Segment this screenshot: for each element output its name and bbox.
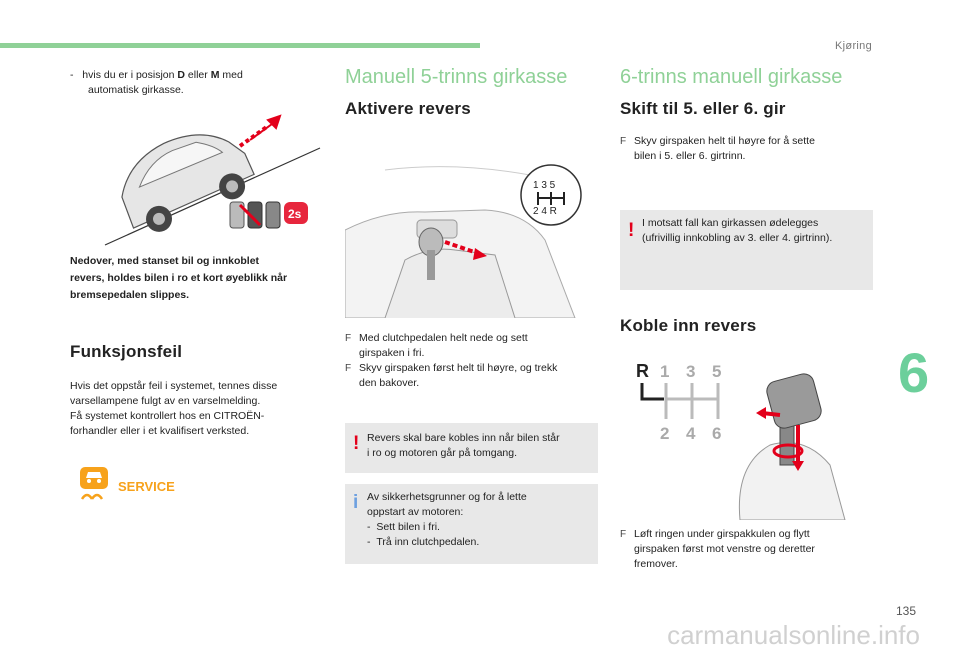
intro-line2: automatisk girkasse. xyxy=(88,84,184,96)
info-item: Trå inn clutchpedalen. xyxy=(376,536,480,548)
gate-1-label: 1 xyxy=(660,362,669,381)
info-item: Sett bilen i fri. xyxy=(376,521,440,533)
hill-start-illustration: 2s xyxy=(104,114,321,246)
para-line: varsellampene fulgt av en varselmelding. xyxy=(70,395,261,407)
bullet-text: Skyv girspaken helt til høyre for å sett… xyxy=(634,135,815,147)
gate-6-label: 6 xyxy=(712,424,721,443)
para-line: forhandler eller i et kvalifisert verkst… xyxy=(70,425,250,437)
header-accent-bar xyxy=(0,43,480,48)
warning-line: Revers skal bare kobles inn når bilen st… xyxy=(367,432,560,444)
heading-funksjonsfeil: Funksjonsfeil xyxy=(70,342,183,361)
6-speed-reverse-illustration: R 1 3 5 2 4 6 xyxy=(636,361,846,520)
title-6-speed: 6-trinns manuell girkasse xyxy=(620,66,843,88)
warning-icon: ! xyxy=(628,220,635,241)
caption-line: Nedover, med stanset bil og innkoblet xyxy=(70,255,260,267)
caption-line: revers, holdes bilen i ro et kort øyebli… xyxy=(70,272,288,284)
intro-d: D xyxy=(177,69,185,81)
intro-text: - hvis du er i posisjon D eller M med au… xyxy=(70,68,330,98)
bullet-text: Løft ringen under girspakkulen og flytt xyxy=(634,528,810,540)
bullet-text: Skyv girspaken først helt til høyre, og … xyxy=(359,362,558,374)
bullet-text: fremover. xyxy=(634,558,678,570)
bullet-text: girspaken i fri. xyxy=(359,347,425,359)
intro-part-b: eller xyxy=(185,69,211,81)
para-line: Hvis det oppstår feil i systemet, tennes… xyxy=(70,380,278,392)
gate-r-label: R xyxy=(636,361,649,381)
warning-line: i ro og motoren går på tomgang. xyxy=(367,447,518,459)
gate-2-label: 2 xyxy=(660,424,669,443)
reverse-warning-box: ! Revers skal bare kobles inn når bilen … xyxy=(345,423,598,473)
gate-4-label: 4 xyxy=(686,424,696,443)
watermark: carmanualsonline.info xyxy=(667,620,920,650)
gate-3-label: 3 xyxy=(686,362,695,381)
chapter-number: 6 xyxy=(898,341,930,404)
subtitle-aktivere-revers: Aktivere revers xyxy=(345,99,471,118)
bullet-text: den bakover. xyxy=(359,377,420,389)
gate-top-labels: 1 3 5 xyxy=(533,180,556,191)
info-line: Av sikkerhetsgrunner og for å lette xyxy=(367,491,527,503)
bullet-text: girspaken først mot venstre og deretter xyxy=(634,543,815,555)
safety-info-box: i Av sikkerhetsgrunner og for å lette op… xyxy=(345,484,598,564)
5-speed-instructions: F Med clutchpedalen helt nede og sett gir… xyxy=(345,331,595,391)
skid-warning-icon xyxy=(80,467,108,500)
gate-bottom-labels: 2 4 R xyxy=(533,206,557,217)
gate-5-label: 5 xyxy=(712,362,721,381)
subtitle-koble-inn-revers: Koble inn revers xyxy=(620,316,757,335)
title-5-speed: Manuell 5-trinns girkasse xyxy=(345,66,568,88)
caption-line: bremsepedalen slippes. xyxy=(70,289,190,301)
warning-lamps xyxy=(80,467,108,500)
5-speed-gearshift-illustration: 1 3 5 2 4 R xyxy=(345,164,582,318)
bullet-text: bilen i 5. eller 6. girtrinn. xyxy=(634,150,746,162)
6-speed-instruction-2: F Løft ringen under girspakkulen og flytt… xyxy=(620,527,870,572)
bullet-marker: F xyxy=(345,363,352,374)
bullet-marker: F xyxy=(620,529,627,540)
bullet-text: Med clutchpedalen helt nede og sett xyxy=(359,332,528,344)
para-line: Få systemet kontrollert hos en CITROËN- xyxy=(70,410,265,422)
bullet-marker: F xyxy=(620,136,627,147)
page-number: 135 xyxy=(895,604,916,618)
info-dash: - xyxy=(367,536,371,548)
bullet-marker: F xyxy=(345,333,352,344)
intro-part-c: med xyxy=(219,69,243,81)
intro-dash: - xyxy=(70,69,74,81)
6-speed-instruction-1: F Skyv girspaken helt til høyre for å set… xyxy=(620,134,870,164)
info-dash: - xyxy=(367,521,371,533)
subtitle-5-6-gear: Skift til 5. eller 6. gir xyxy=(620,99,786,118)
malfunction-paragraph: Hvis det oppstår feil i systemet, tennes… xyxy=(70,379,335,439)
info-icon: i xyxy=(353,492,359,513)
service-warning-icon: SERVICE xyxy=(118,479,175,494)
intro-part-a: hvis du er i posisjon xyxy=(82,69,178,81)
warning-line: I motsatt fall kan girkassen ødelegges xyxy=(642,217,819,229)
hill-timer-label: 2s xyxy=(288,207,302,221)
hill-caption: Nedover, med stanset bil og innkoblet re… xyxy=(70,253,335,304)
warning-icon: ! xyxy=(353,433,360,454)
info-line: oppstart av motoren: xyxy=(367,506,464,518)
warning-line: (ufrivillig innkobling av 3. eller 4. gi… xyxy=(642,232,833,244)
gearbox-damage-warning-box: ! I motsatt fall kan girkassen ødelegges… xyxy=(620,210,873,290)
section-label: Kjøring xyxy=(835,40,872,52)
intro-m: M xyxy=(210,69,220,81)
